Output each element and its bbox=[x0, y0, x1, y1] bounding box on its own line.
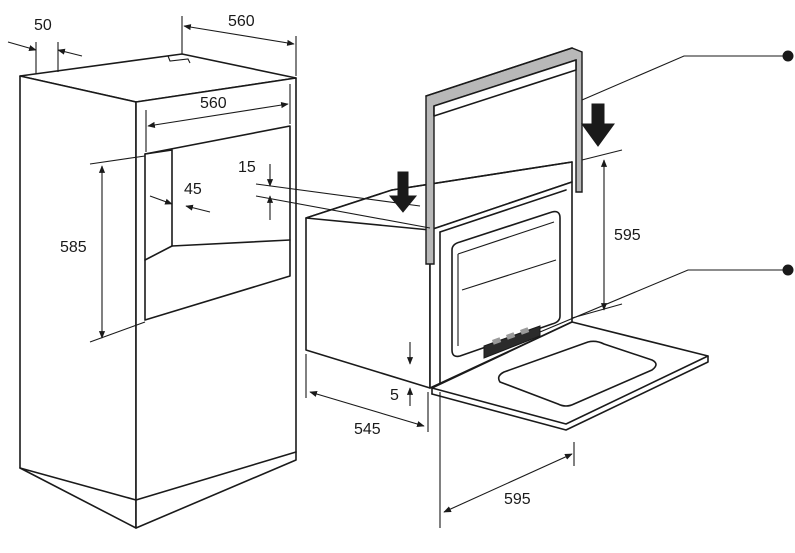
dim-585-ext-top bbox=[89, 155, 146, 165]
dim-545-line bbox=[309, 391, 425, 427]
dim-50-arrow-right bbox=[57, 48, 83, 57]
leader-dot-1-icon bbox=[782, 50, 794, 62]
niche-inner-floor bbox=[144, 245, 173, 261]
niche-inner-back bbox=[144, 149, 291, 247]
cabinet-front-face bbox=[135, 77, 297, 529]
control-knob-3 bbox=[520, 327, 530, 335]
dim-45-arrow-right bbox=[185, 204, 211, 213]
cabinet bbox=[19, 53, 297, 529]
cabinet-dimensions: 50 560 560 585 45 bbox=[7, 13, 297, 343]
dim-595-right-ext-top bbox=[581, 149, 623, 161]
control-knob-2 bbox=[506, 332, 516, 340]
niche-opening bbox=[144, 125, 291, 321]
oven-door-glass bbox=[497, 340, 657, 407]
dim-595-right-label: 595 bbox=[614, 227, 641, 244]
cabinet-top-slot bbox=[167, 55, 191, 64]
dim-50-arrow-left bbox=[7, 41, 37, 52]
dim-545-label: 545 bbox=[354, 421, 381, 438]
leader-line-1 bbox=[581, 55, 786, 101]
dim-15-label: 15 bbox=[238, 159, 256, 176]
dim-560-top-line bbox=[183, 24, 295, 46]
oven-front-frame-inner-top bbox=[439, 189, 567, 233]
oven-body-top bbox=[305, 161, 573, 231]
dim-15-ext-bottom bbox=[255, 195, 431, 229]
dim-15-ext-top bbox=[255, 183, 421, 207]
insertion-arrows bbox=[388, 103, 615, 213]
dim-545-group: 545 bbox=[305, 354, 429, 438]
mounting-gasket-frame bbox=[425, 47, 583, 265]
oven-cavity-window bbox=[451, 210, 561, 358]
dim-45-arrow-left bbox=[149, 195, 173, 205]
leader-dot-2-icon bbox=[782, 264, 794, 276]
dim-15-group: 15 bbox=[238, 159, 431, 229]
control-knob-1 bbox=[491, 337, 502, 345]
dim-595-bottom-label: 595 bbox=[504, 491, 531, 508]
oven-shelf-line bbox=[461, 259, 557, 291]
dim-585-label: 585 bbox=[60, 239, 87, 256]
cabinet-left-face bbox=[19, 75, 137, 529]
dim-5-label: 5 bbox=[390, 387, 399, 404]
leader-line-2 bbox=[539, 269, 786, 333]
cabinet-plinth-line bbox=[19, 451, 297, 501]
dim-560-top-label: 560 bbox=[228, 13, 255, 30]
dim-45-label: 45 bbox=[184, 181, 202, 198]
dim-560-inner-label: 560 bbox=[200, 95, 227, 112]
oven bbox=[305, 47, 709, 431]
gasket-top-inner bbox=[433, 59, 577, 117]
oven-cavity-inner bbox=[457, 221, 555, 346]
dim-595-bottom-group: 595 bbox=[439, 392, 575, 528]
dim-50-label: 50 bbox=[34, 17, 52, 34]
insertion-arrow-left-icon bbox=[388, 171, 418, 213]
dim-595-bottom-line bbox=[443, 453, 573, 513]
oven-door-thickness bbox=[431, 355, 709, 431]
gasket-top-edge bbox=[425, 47, 573, 97]
dim-595-right-group: 595 bbox=[571, 149, 641, 319]
oven-top-edge bbox=[391, 161, 573, 191]
insertion-arrow-right-icon bbox=[581, 103, 615, 147]
leaders bbox=[539, 50, 794, 333]
dim-560-inner-line bbox=[147, 102, 289, 128]
